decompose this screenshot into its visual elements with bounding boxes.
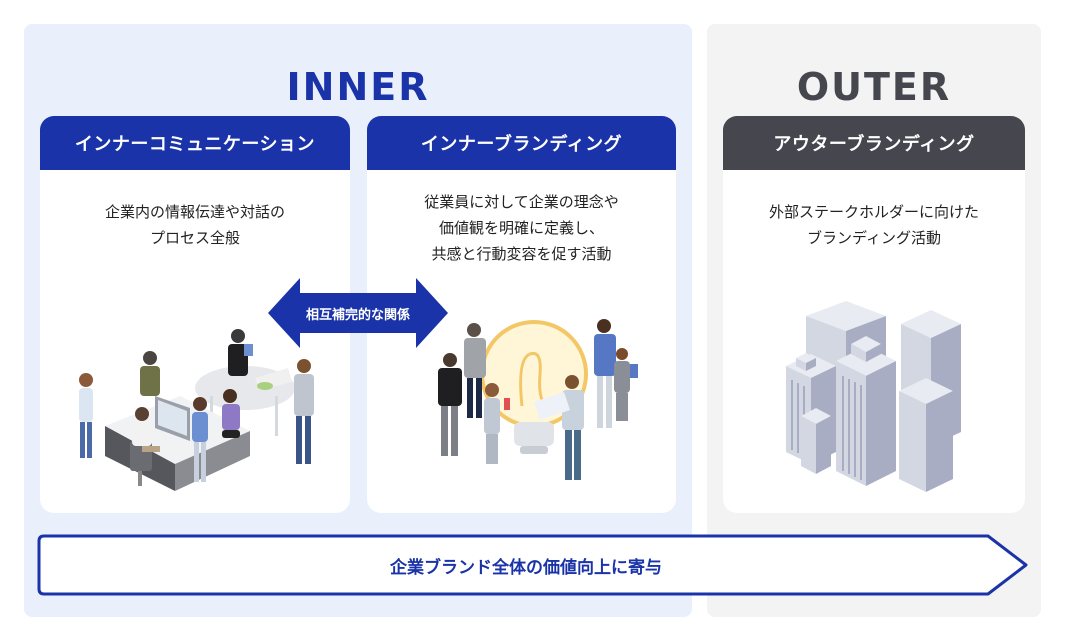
outer-branding-card: アウターブランディング 外部ステークホルダーに向けた ブランディング活動 bbox=[723, 116, 1025, 513]
description-line: 外部ステークホルダーに向けた bbox=[768, 203, 979, 221]
brand-value-label: 企業ブランド全体の価値向上に寄与 bbox=[390, 557, 662, 578]
outer-title: OUTER bbox=[796, 65, 952, 109]
double-arrow-shape bbox=[268, 278, 448, 348]
inner-title: INNER bbox=[286, 65, 430, 109]
description-line: 価値観を明確に定義し、 bbox=[438, 219, 604, 237]
description-line: 共感と行動変容を促す活動 bbox=[431, 245, 612, 263]
arrow-outline bbox=[37, 534, 1028, 596]
description-line: 従業員に対して企業の理念や bbox=[424, 193, 619, 211]
description-line: 企業内の情報伝達や対話の bbox=[104, 203, 285, 221]
description-line: ブランディング活動 bbox=[807, 229, 941, 247]
relationship-label: 相互補完的な関係 bbox=[305, 307, 410, 323]
complementary-relationship-arrow bbox=[268, 278, 448, 348]
card-title: アウターブランディング bbox=[723, 116, 1025, 170]
inner-branding-card: インナーブランディング 従業員に対して企業の理念や 価値観を明確に定義し、 共感… bbox=[367, 116, 676, 513]
lightbulb-team-illustration bbox=[438, 319, 638, 480]
office-buildings-illustration bbox=[786, 301, 961, 492]
card-description: 外部ステークホルダーに向けた ブランディング活動 bbox=[723, 170, 1025, 251]
card-title: インナーコミュニケーション bbox=[40, 116, 350, 170]
card-description: 企業内の情報伝達や対話の プロセス全般 bbox=[40, 170, 350, 251]
card-description: 従業員に対して企業の理念や 価値観を明確に定義し、 共感と行動変容を促す活動 bbox=[367, 170, 676, 267]
inner-communication-card: インナーコミュニケーション 企業内の情報伝達や対話の プロセス全般 bbox=[40, 116, 350, 513]
description-line: プロセス全般 bbox=[149, 229, 240, 247]
office-team-meeting-illustration bbox=[79, 329, 314, 491]
brand-value-arrow bbox=[37, 534, 1028, 596]
card-title: インナーブランディング bbox=[367, 116, 676, 170]
